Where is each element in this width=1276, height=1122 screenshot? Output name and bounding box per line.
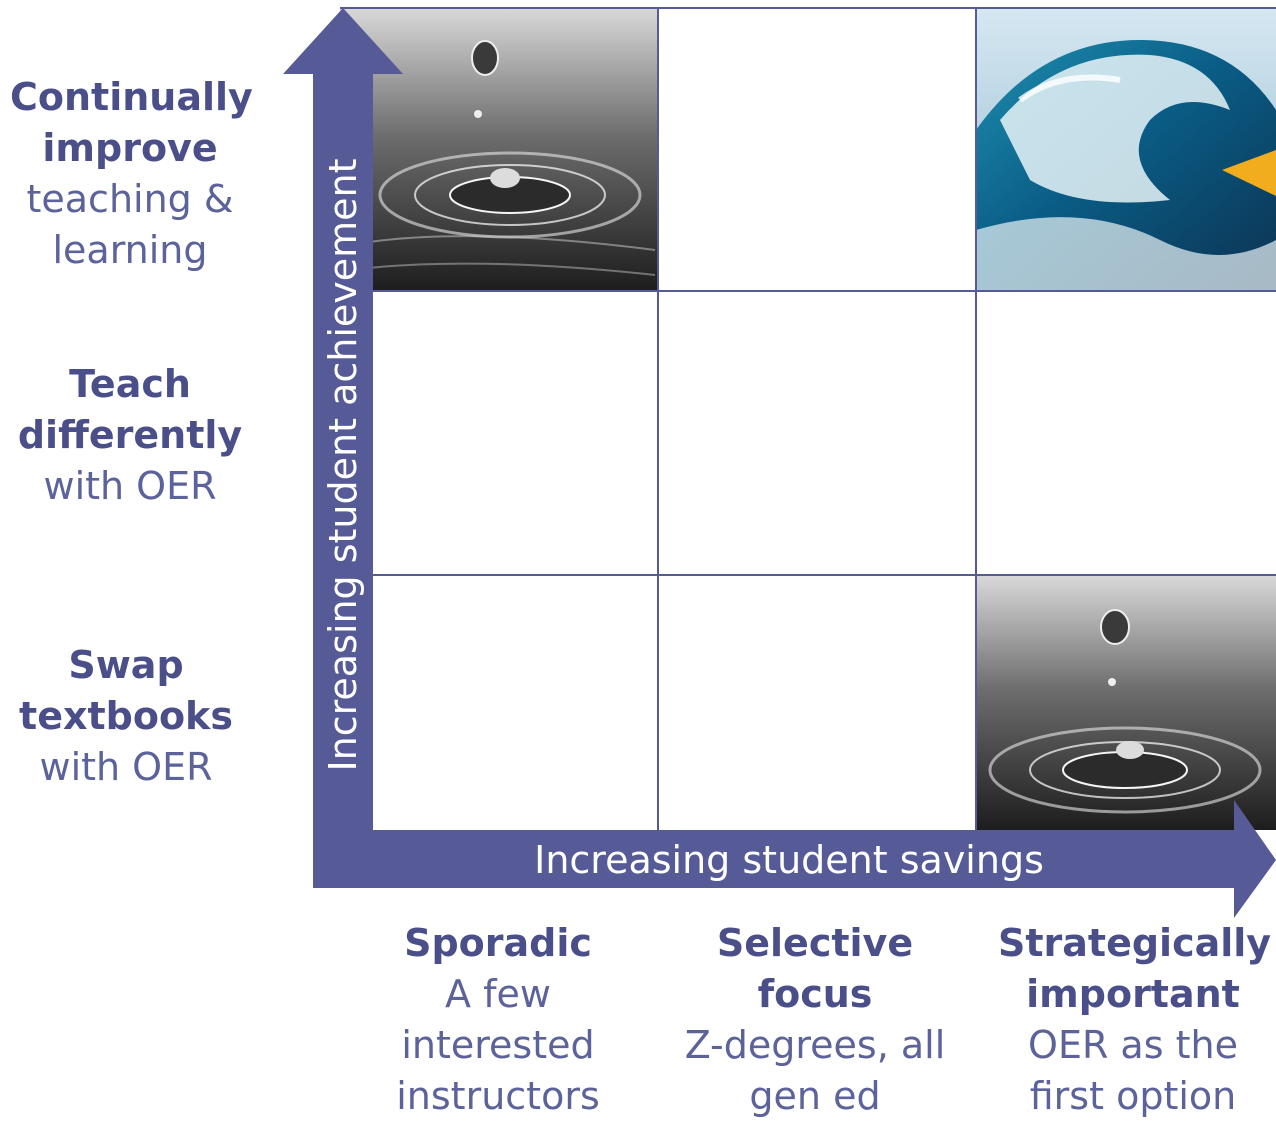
- row-label-light: with OER: [39, 745, 213, 789]
- y-axis-label-text: Increasing student achievement: [321, 158, 365, 772]
- col-label-bold: important: [1026, 972, 1240, 1016]
- col-label-light: interested: [401, 1023, 595, 1067]
- y-axis-arrow: [283, 8, 403, 888]
- col-label-bold: Selective focus: [716, 921, 914, 1016]
- row-label-continually-improve: Continually improve teaching & learning: [10, 72, 253, 276]
- col-label-bold: Sporadic: [404, 921, 592, 965]
- col-label-bold: Strategically: [998, 921, 1272, 965]
- col-label-sporadic: Sporadic A few interested instructors: [378, 918, 618, 1122]
- row-label-light: with OER: [43, 464, 217, 508]
- col-label-strategically-important: Strategically important OER as the first…: [998, 918, 1272, 1122]
- col-label-light: gen ed: [749, 1074, 881, 1118]
- row-label-bold: improve: [42, 126, 218, 170]
- col-label-selective-focus: Selective focus Z-degrees, all gen ed: [660, 918, 970, 1122]
- x-axis-label: Increasing student savings: [534, 838, 1044, 882]
- row-label-swap-textbooks: Swap textbooks with OER: [6, 640, 246, 793]
- row-label-bold: textbooks: [19, 694, 233, 738]
- col-label-light: first option: [1029, 1074, 1237, 1118]
- row-label-bold: Teach: [69, 362, 191, 406]
- ocean-wave-image: [976, 8, 1276, 291]
- row-label-light: learning: [52, 228, 208, 272]
- matrix-grid: [340, 7, 1276, 830]
- row-label-bold: Swap: [68, 643, 184, 687]
- water-drop-image-bottom-right: [976, 575, 1276, 830]
- col-label-light: instructors: [396, 1074, 600, 1118]
- pointer-marker: [1222, 150, 1276, 196]
- x-axis-arrow: [313, 800, 1276, 918]
- row-label-bold: differently: [17, 413, 243, 457]
- row-label-teach-differently: Teach differently with OER: [10, 359, 250, 512]
- col-label-light: Z-degrees, all: [684, 1023, 946, 1067]
- row-label-bold: Continually: [10, 75, 253, 119]
- col-label-light: A few: [445, 972, 551, 1016]
- col-label-light: OER as the: [1028, 1023, 1238, 1067]
- water-drop-image-top-left: [340, 8, 658, 291]
- row-label-light: teaching &: [26, 177, 234, 221]
